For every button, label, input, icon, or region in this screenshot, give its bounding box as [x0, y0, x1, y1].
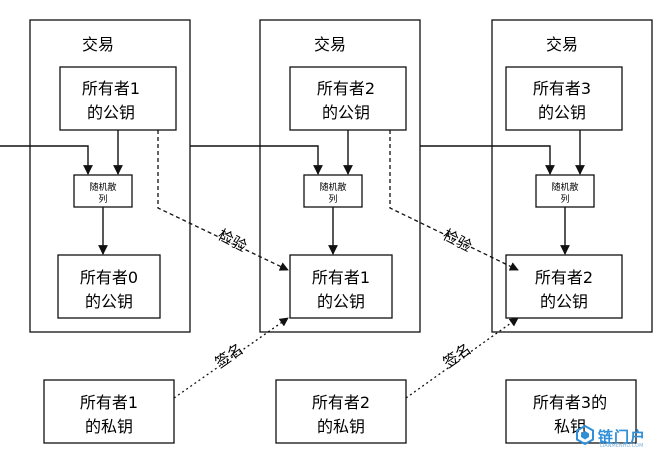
owner-public-key-line2-1: 的公钥 — [87, 103, 135, 122]
watermark-text: 链门户 — [598, 428, 647, 446]
owner-public-key-line1-3: 所有者3 — [533, 79, 591, 98]
prev-public-key-line2-1: 的公钥 — [85, 292, 133, 311]
verify-label-1: 检验 — [215, 226, 250, 256]
owner-public-key-box-3 — [505, 66, 623, 131]
private-key-line1-3: 所有者3的 — [533, 393, 607, 412]
chain-arrow-into-hash-3 — [420, 145, 555, 175]
owner-public-key-line1-1: 所有者1 — [82, 79, 140, 98]
hash-label-line1-1: 随机散 — [89, 181, 116, 193]
verify-arrow-1 — [157, 130, 289, 271]
private-key-line1-2: 所有者2 — [312, 393, 370, 412]
hash-label-line2-2: 列 — [328, 193, 337, 205]
private-key-box-2 — [275, 379, 407, 444]
transaction-box-3 — [491, 19, 653, 333]
private-key-line2-3: 私钥 — [554, 417, 586, 436]
verify-label-2: 检验 — [440, 226, 475, 256]
private-key-box-1 — [43, 379, 175, 444]
prev-public-key-box-2 — [289, 254, 393, 319]
sign-label-2: 签名 — [440, 340, 475, 372]
private-key-box-3 — [505, 379, 637, 444]
private-key-line2-2: 的私钥 — [317, 417, 365, 436]
hash-label-line2-1: 列 — [98, 193, 107, 205]
sign-arrow-1 — [173, 317, 289, 399]
owner-public-key-line2-3: 的公钥 — [538, 103, 586, 122]
watermark-logo-icon — [576, 425, 594, 445]
transaction-title-1: 交易 — [82, 35, 114, 54]
verify-arrow-2 — [389, 130, 519, 271]
transaction-box-1 — [29, 19, 191, 333]
hash-label-line1-2: 随机散 — [319, 181, 346, 193]
watermark-subtext: LIANMENHU.COM — [600, 443, 644, 449]
prev-public-key-line1-1: 所有者0 — [80, 268, 138, 287]
owner-public-key-line2-2: 的公钥 — [322, 103, 370, 122]
prev-public-key-line2-2: 的公钥 — [317, 292, 365, 311]
transaction-title-3: 交易 — [546, 35, 578, 54]
hash-label-line1-3: 随机散 — [551, 181, 578, 193]
sign-label-1: 签名 — [212, 340, 247, 372]
owner-public-key-line1-2: 所有者2 — [317, 79, 375, 98]
private-key-line1-1: 所有者1 — [80, 393, 138, 412]
prev-public-key-line2-3: 的公钥 — [540, 292, 588, 311]
hash-label-line2-3: 列 — [560, 193, 569, 205]
transaction-title-2: 交易 — [314, 35, 346, 54]
prev-public-key-line1-2: 所有者1 — [312, 268, 370, 287]
prev-public-key-line1-3: 所有者2 — [535, 268, 593, 287]
prev-public-key-box-3 — [505, 254, 623, 319]
chain-arrow-into-hash-1 — [0, 145, 93, 175]
prev-public-key-box-1 — [57, 254, 161, 319]
transaction-box-2 — [259, 19, 421, 333]
private-key-line2-1: 的私钥 — [85, 417, 133, 436]
chain-arrow-into-hash-2 — [190, 145, 323, 175]
